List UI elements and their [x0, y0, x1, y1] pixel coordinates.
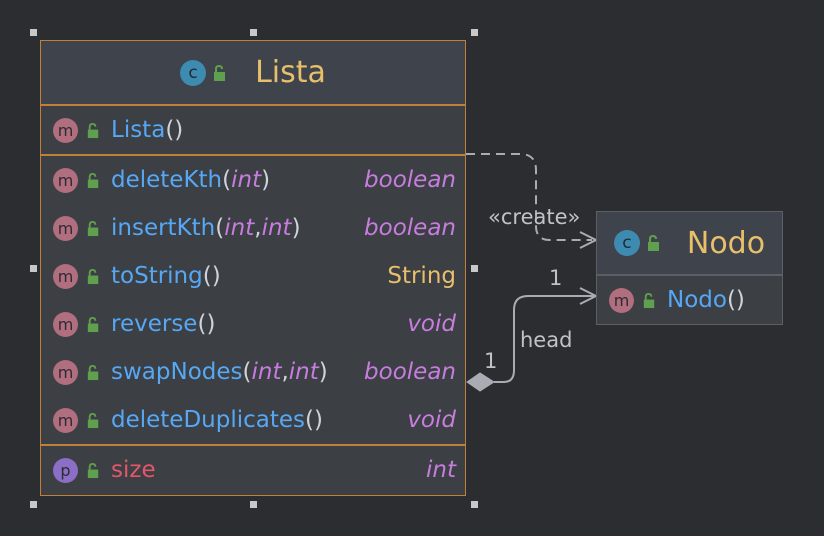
paren: ( [222, 167, 232, 193]
selection-handle[interactable] [250, 501, 257, 508]
public-access-icon [87, 122, 99, 138]
paren: ) [211, 263, 221, 289]
constructor-name: Lista [111, 117, 166, 143]
property-icon: p [53, 457, 78, 483]
method-name: swapNodes [111, 359, 243, 385]
paren: ) [318, 359, 328, 385]
method-name: deleteDuplicates [111, 407, 306, 433]
constructor-row[interactable]: m Nodo() [597, 276, 782, 324]
return-type: boolean [364, 215, 456, 241]
class-name: Lista [255, 55, 326, 90]
method-name: insertKth [111, 215, 216, 241]
method-row-deleteKth[interactable]: m deleteKth(int) boolean [41, 156, 465, 204]
method-icon: m [53, 167, 78, 193]
paren: ) [261, 167, 271, 193]
param-type: int [231, 167, 262, 193]
selection-handle[interactable] [471, 265, 478, 272]
method-name: toString [111, 263, 203, 289]
return-type: String [387, 263, 456, 289]
target-multiplicity: 1 [549, 266, 563, 290]
paren: ( [242, 359, 252, 385]
paren: ) [291, 215, 301, 241]
class-icon: c [180, 59, 207, 86]
method-icon: m [53, 407, 78, 433]
selection-handle[interactable] [30, 29, 37, 36]
method-icon: m [609, 287, 634, 313]
method-row-deleteDuplicates[interactable]: m deleteDuplicates() void [41, 396, 465, 444]
public-access-icon [214, 64, 226, 81]
method-name: reverse [111, 311, 198, 337]
paren: () [165, 117, 184, 143]
selection-handle[interactable] [30, 265, 37, 272]
public-access-icon [87, 268, 99, 284]
public-access-icon [87, 316, 99, 332]
public-access-icon [643, 292, 655, 308]
constructor-row[interactable]: m Lista() [41, 106, 465, 154]
divider [41, 154, 465, 156]
head-label: head [520, 328, 573, 352]
param-separator: , [254, 215, 262, 241]
method-icon: m [53, 215, 78, 241]
paren: ) [314, 407, 323, 433]
param-type: int [261, 215, 292, 241]
field-name: size [111, 457, 156, 483]
class-icon: c [613, 230, 640, 256]
composition-diamond [466, 372, 495, 392]
public-access-icon [87, 412, 99, 428]
paren: ( [215, 215, 225, 241]
constructor-name: Nodo [667, 287, 727, 313]
field-row[interactable]: p size int [41, 446, 465, 494]
class-nodo[interactable]: c Nodo m Nodo() [596, 211, 783, 325]
class-name: Nodo [686, 225, 766, 261]
method-icon: m [53, 311, 78, 337]
method-icon: m [53, 117, 78, 143]
return-type: void [407, 311, 456, 337]
method-row-reverse[interactable]: m reverse() void [41, 300, 465, 348]
divider [41, 444, 465, 446]
paren: () [726, 287, 745, 313]
return-type: boolean [364, 359, 456, 385]
method-icon: m [53, 359, 78, 385]
param-type: int [224, 215, 255, 241]
field-type: int [426, 457, 456, 483]
class-header: c Nodo [597, 212, 782, 274]
public-access-icon [87, 220, 99, 236]
divider [597, 274, 782, 276]
return-type: boolean [364, 167, 456, 193]
return-type: void [407, 407, 456, 433]
public-access-icon [87, 364, 99, 380]
public-access-icon [87, 462, 99, 478]
paren: ) [206, 311, 216, 337]
paren: ( [197, 311, 207, 337]
method-name: deleteKth [111, 167, 223, 193]
param-type: int [288, 359, 319, 385]
public-access-icon [87, 172, 99, 188]
selection-handle[interactable] [250, 29, 257, 36]
class-header: c Lista [41, 41, 465, 104]
paren: ( [305, 407, 315, 433]
param-separator: , [281, 359, 289, 385]
head-association-edge [494, 295, 594, 383]
selection-handle[interactable] [30, 501, 37, 508]
selection-handle[interactable] [471, 501, 478, 508]
source-multiplicity: 1 [484, 349, 498, 373]
method-row-toString[interactable]: m toString() String [41, 252, 465, 300]
create-label: «create» [488, 205, 581, 229]
param-type: int [251, 359, 282, 385]
public-access-icon [647, 234, 659, 251]
create-dependency-edge [466, 153, 592, 241]
selection-handle[interactable] [471, 29, 478, 36]
method-icon: m [53, 263, 78, 289]
paren: ( [202, 263, 212, 289]
divider [41, 104, 465, 106]
